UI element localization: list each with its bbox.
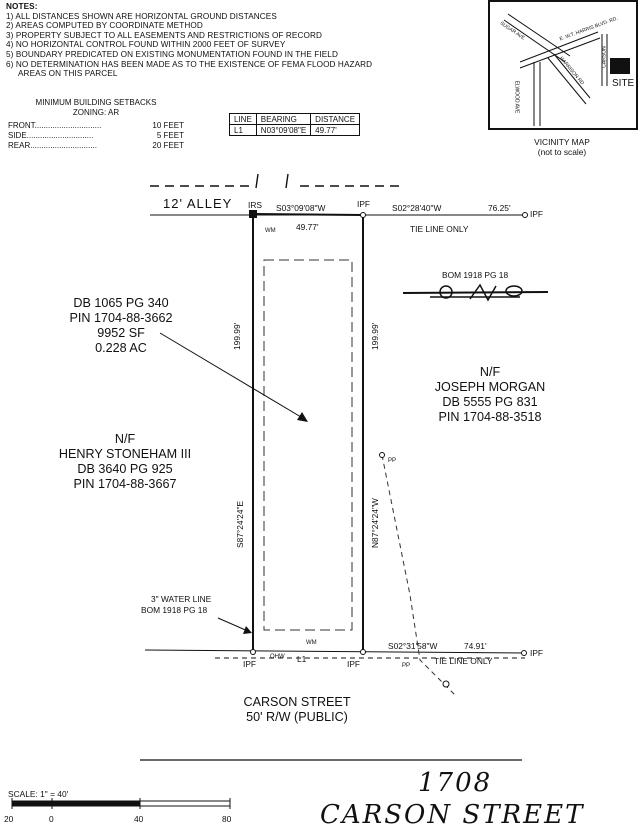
tie-bottom-bearing: S02°31'58"W xyxy=(388,641,438,651)
irs-label: IRS xyxy=(248,200,262,210)
ipf-label: IPF xyxy=(530,648,544,658)
tie-top-bearing: S02°28'40"W xyxy=(392,203,442,213)
water-bom-label: BOM 1918 PG 18 xyxy=(141,605,208,615)
setback-row-front: FRONT..............................10 FE… xyxy=(8,121,184,130)
site-label: SITE xyxy=(612,78,635,89)
ipf-label: IPF xyxy=(530,209,544,219)
ipf-label: IPF xyxy=(347,659,361,669)
setbacks-block: MINIMUM BUILDING SETBACKS ZONING: AR FRO… xyxy=(8,98,184,151)
alley-label: 12' ALLEY xyxy=(163,196,233,211)
left-side-bearing: S87°24'24"E xyxy=(235,500,245,548)
scale-tick: 40 xyxy=(134,814,144,824)
parcel-boundary xyxy=(252,213,364,652)
wm-label: WM xyxy=(265,228,276,234)
vicinity-caption: VICINITY MAP (not to scale) xyxy=(534,137,590,157)
north-distance: 49.77' xyxy=(296,222,319,232)
setback-row-rear: REAR..............................20 FEE… xyxy=(8,141,184,150)
north-bearing: S03°09'08"W xyxy=(276,203,326,213)
setback-envelope xyxy=(263,259,353,631)
vicinity-map: SITE E. W.T. HARRIS BLVD. RD. SUGAR AVE … xyxy=(488,0,638,130)
scale-tick: 0 xyxy=(49,814,54,824)
ipf-label: IPF xyxy=(357,199,371,209)
water-line-label: 3" WATER LINE xyxy=(151,594,212,604)
street-label: CARSON STREET 50' R/W (PUBLIC) xyxy=(243,695,351,724)
setbacks-zoning: ZONING: AR xyxy=(72,108,120,117)
irs-marker xyxy=(249,210,257,218)
tie-line-label: TIE LINE ONLY xyxy=(410,224,469,234)
note-item: 1) ALL DISTANCES SHOWN ARE HORIZONTAL GR… xyxy=(6,11,277,21)
wm-label: WM xyxy=(306,640,317,646)
pp-label: PP xyxy=(388,458,397,464)
scale-bar xyxy=(11,798,231,809)
note-item: 5) BOUNDARY PREDICATED ON EXISTING MONUM… xyxy=(6,49,338,59)
ipf-label: IPF xyxy=(243,659,257,669)
east-parcel-label: N/F JOSEPH MORGAN DB 5555 PG 831 PIN 170… xyxy=(434,365,546,424)
scale-tick: 80 xyxy=(222,814,232,824)
tie-line-label: TIE LINE ONLY xyxy=(434,656,493,666)
vicinity-roads xyxy=(503,13,630,126)
right-side-distance: 199.99' xyxy=(370,322,380,350)
scale-tick: 20 xyxy=(4,814,14,824)
site-marker xyxy=(610,58,630,74)
title-street: CARSON STREET xyxy=(320,800,585,830)
bom-right-label: BOM 1918 PG 18 xyxy=(442,270,509,280)
l1-label: L1 xyxy=(297,654,307,664)
scale-label: SCALE: 1" = 40' xyxy=(8,789,69,799)
note-item: 2) AREAS COMPUTED BY COORDINATE METHOD xyxy=(6,21,203,31)
setback-row-side: SIDE..............................5 FEET xyxy=(8,131,184,140)
left-side-distance: 199.99' xyxy=(232,322,242,350)
notes-block: NOTES: 1) ALL DISTANCES SHOWN ARE HORIZO… xyxy=(6,2,372,79)
line-table: LINE BEARING DISTANCE L1 N03°09'08"E 49.… xyxy=(229,113,361,136)
notes-heading: NOTES: xyxy=(6,2,38,11)
title-number: 1708 xyxy=(418,768,493,798)
pp-label: PP xyxy=(402,663,411,669)
tie-top-distance: 76.25' xyxy=(488,203,511,213)
right-side-bearing: N87°24'24"W xyxy=(370,498,380,548)
tie-bottom-distance: 74.91' xyxy=(464,641,487,651)
subject-parcel-label: DB 1065 PG 340 PIN 1704-88-3662 9952 SF … xyxy=(69,296,173,355)
line-table-cell: N03°09'08"E xyxy=(255,124,312,136)
note-item: AREAS ON THIS PARCEL xyxy=(18,69,118,79)
west-parcel-label: N/F HENRY STONEHAM III DB 3640 PG 925 PI… xyxy=(58,432,192,491)
note-item: 4) NO HORIZONTAL CONTROL FOUND WITHIN 20… xyxy=(6,40,286,50)
note-item: 3) PROPERTY SUBJECT TO ALL EASEMENTS AND… xyxy=(6,30,322,40)
ohw-label: OHW xyxy=(270,654,285,660)
bom-sketch xyxy=(402,283,549,302)
line-table-cell: 49.77' xyxy=(310,124,361,136)
setbacks-title: MINIMUM BUILDING SETBACKS xyxy=(35,98,157,107)
note-item: 6) NO DETERMINATION HAS BEEN MADE AS TO … xyxy=(6,59,373,69)
